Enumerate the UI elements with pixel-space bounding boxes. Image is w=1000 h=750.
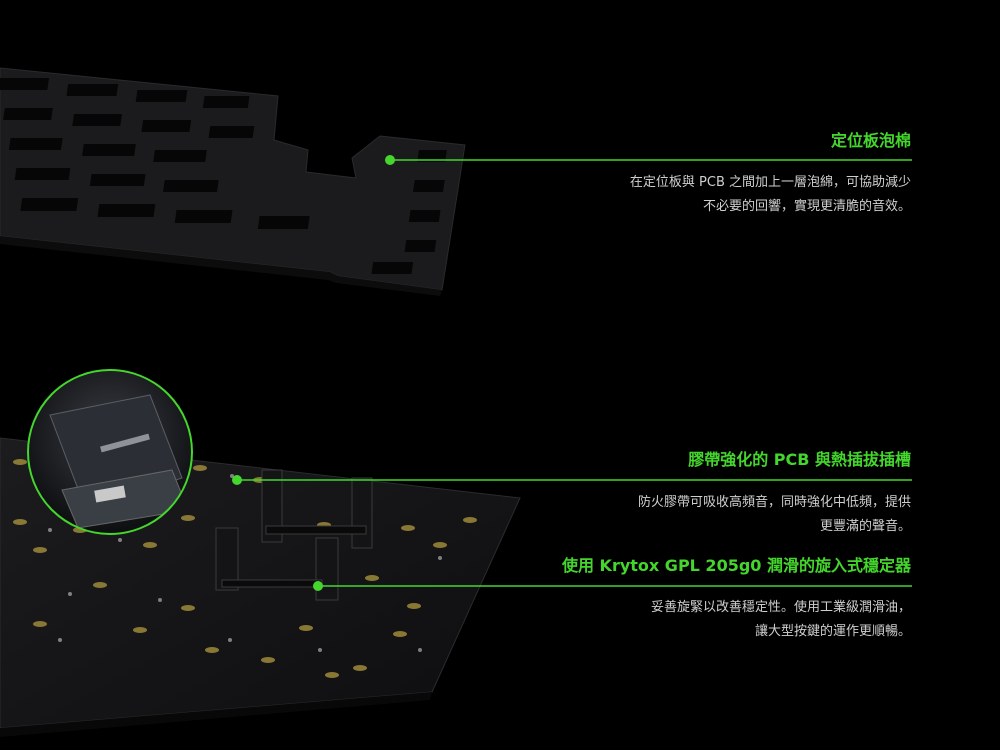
hot-swap-inset-image: [27, 369, 193, 535]
feature-stabilizers: 使用 Krytox GPL 205g0 潤滑的旋入式穩定器 妥善旋緊以改善穩定性…: [562, 556, 911, 644]
feature-title: 膠帶強化的 PCB 與熱插拔插槽: [688, 450, 911, 469]
feature-description-line: 讓大型按鍵的運作更順暢。: [754, 624, 911, 639]
callout-line-pcb: [232, 475, 912, 485]
feature-description-line: 在定位板與 PCB 之間加上一層泡綿，可協助減少: [629, 175, 911, 190]
feature-title: 使用 Krytox GPL 205g0 潤滑的旋入式穩定器: [561, 556, 911, 575]
feature-description: 妥善旋緊以改善穩定性。使用工業級潤滑油， 讓大型按鍵的運作更順暢。: [562, 596, 911, 644]
feature-title: 定位板泡棉: [830, 131, 911, 150]
feature-description-line: 不必要的回響，實現更清脆的音效。: [702, 199, 911, 214]
feature-description-line: 妥善旋緊以改善穩定性。使用工業級潤滑油，: [650, 600, 911, 615]
feature-description: 在定位板與 PCB 之間加上一層泡綿，可協助減少 不必要的回響，實現更清脆的音效…: [630, 171, 911, 219]
callout-line-stabilizer: [313, 581, 912, 591]
feature-description-line: 防火膠帶可吸收高頻音，同時強化中低頻，提供: [637, 495, 911, 510]
feature-pcb-hot-swap: 膠帶強化的 PCB 與熱插拔插槽 防火膠帶可吸收高頻音，同時強化中低頻，提供 更…: [638, 450, 911, 539]
callout-line-plate-foam: [385, 155, 912, 165]
plate-foam-image: [0, 67, 466, 296]
stabilizer-image: [215, 469, 373, 601]
feature-description-line: 更豐滿的聲音。: [819, 519, 911, 534]
feature-description: 防火膠帶可吸收高頻音，同時強化中低頻，提供 更豐滿的聲音。: [638, 491, 911, 539]
feature-plate-foam: 定位板泡棉 在定位板與 PCB 之間加上一層泡綿，可協助減少 不必要的回響，實現…: [630, 131, 911, 219]
